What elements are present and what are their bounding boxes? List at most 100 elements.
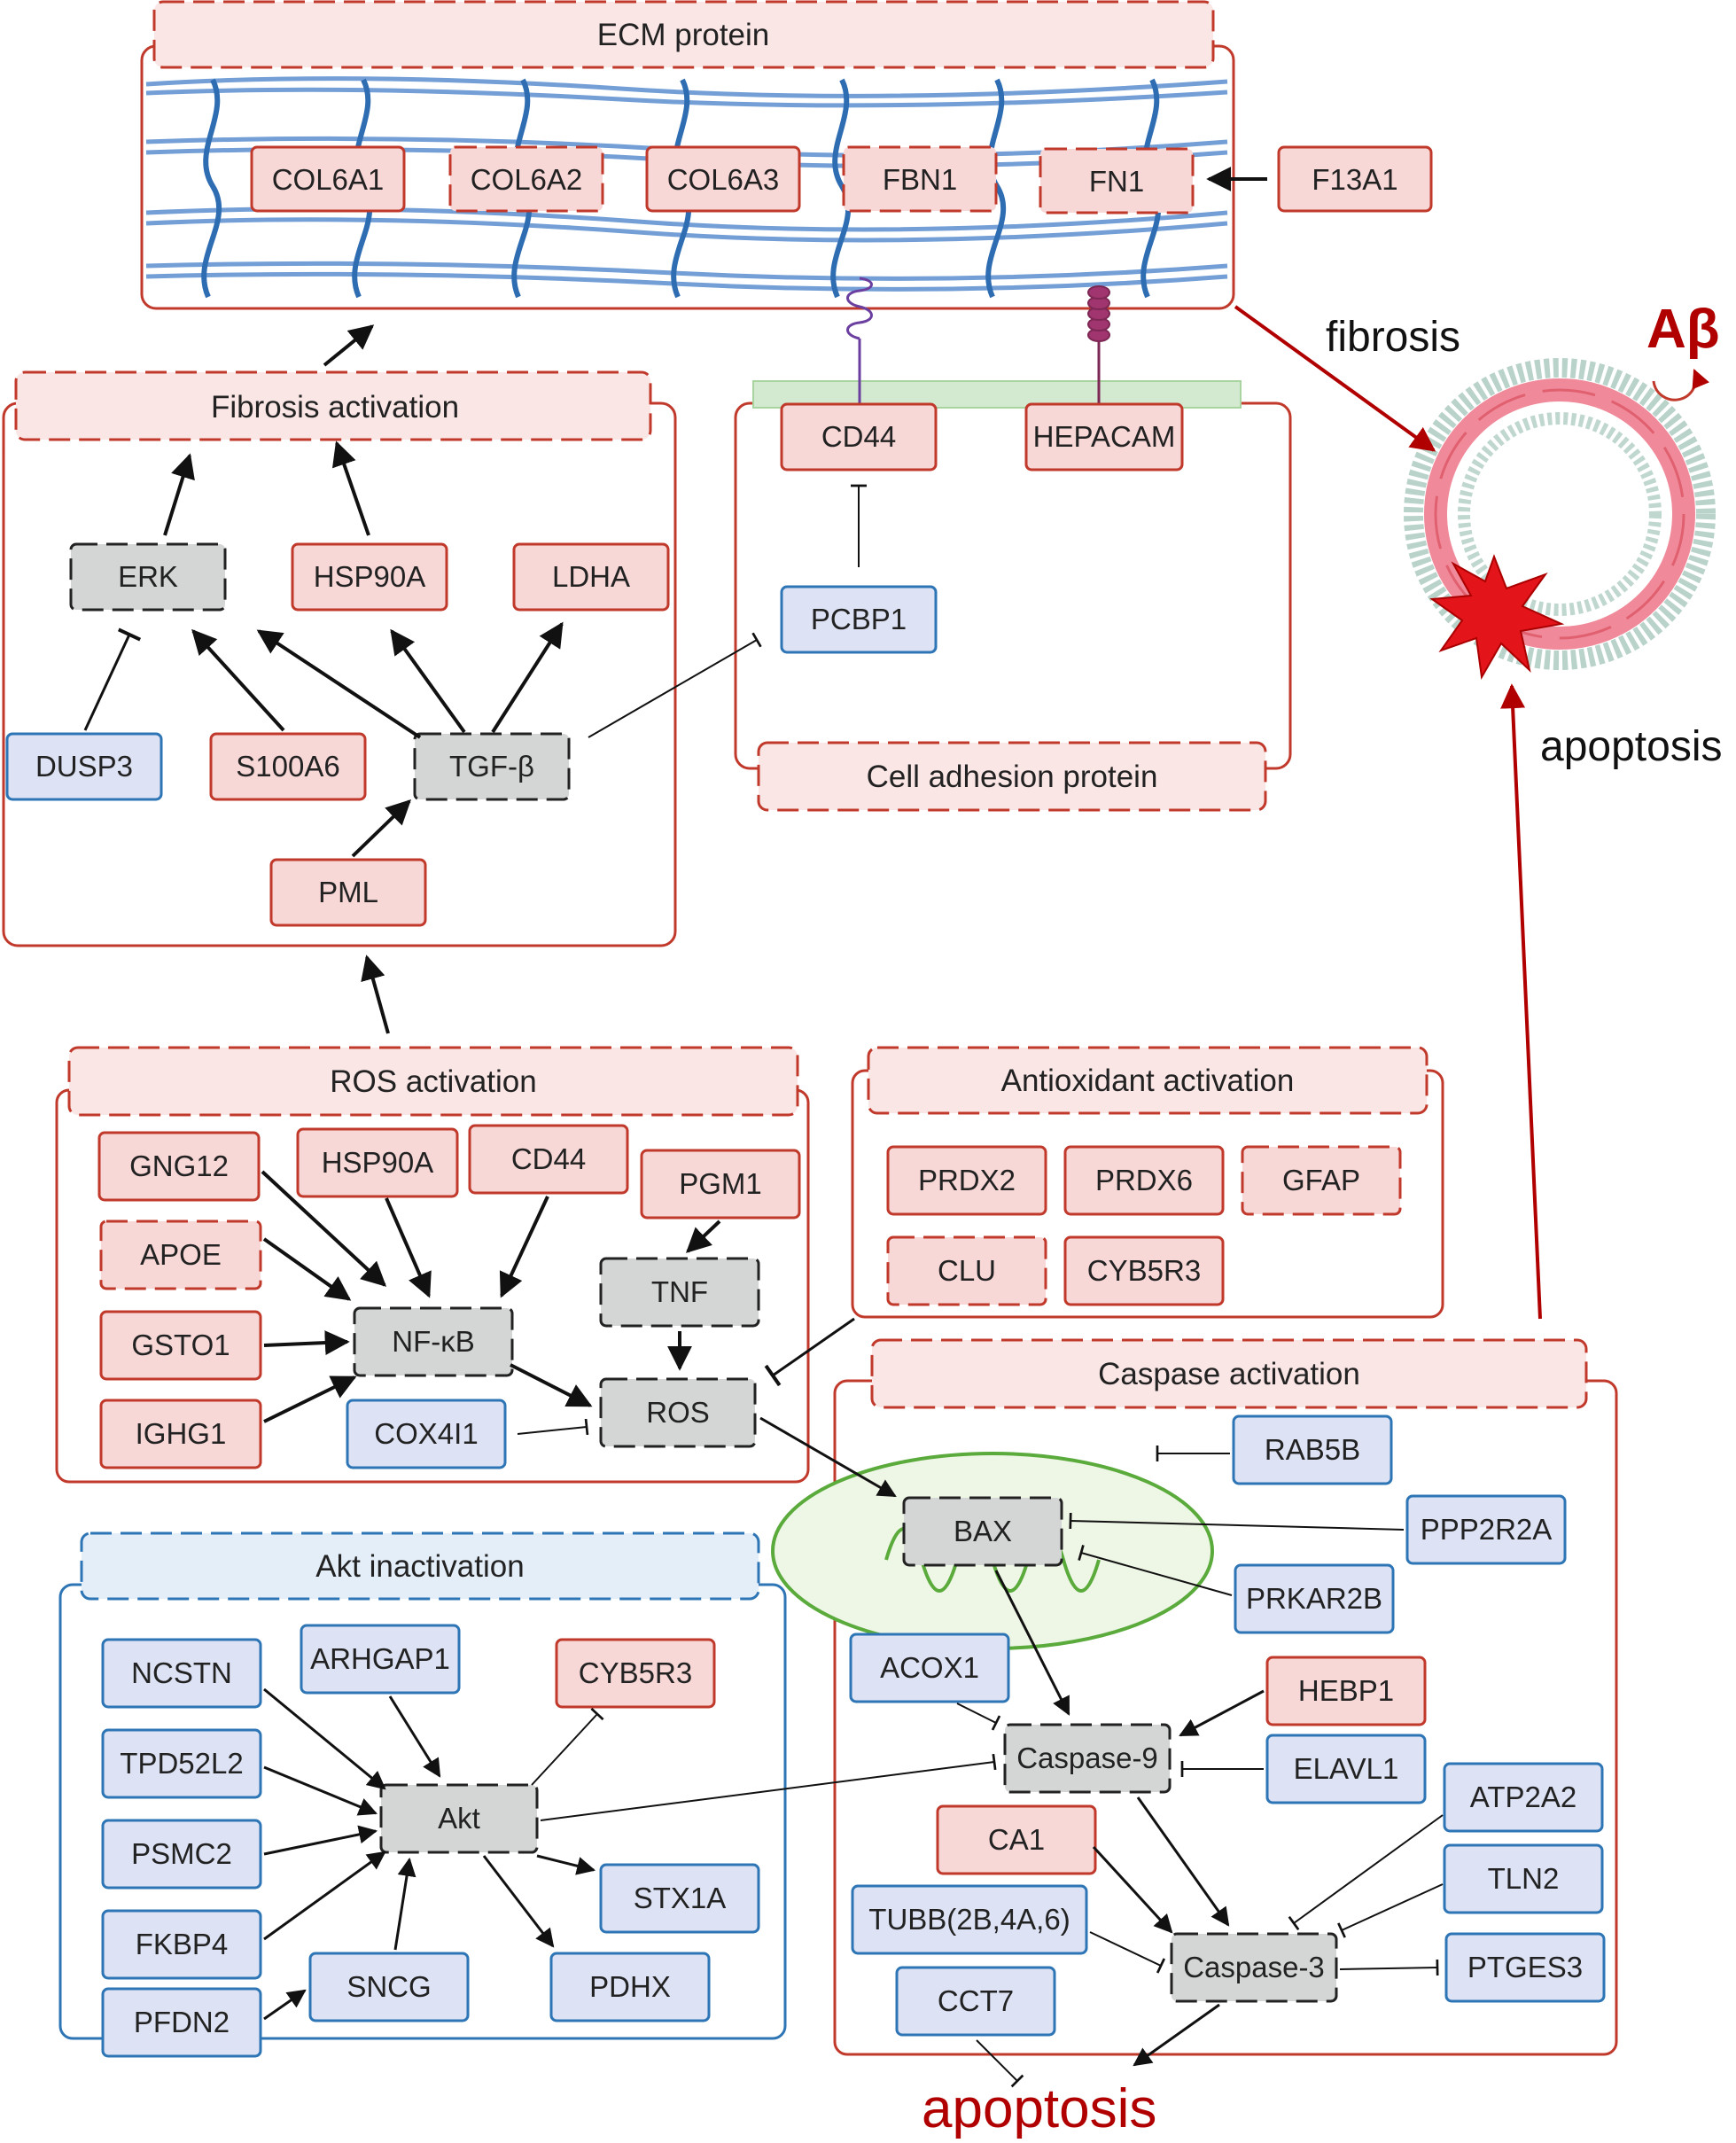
node-erk[interactable]: ERK [69,542,227,612]
node-pml-label: PML [318,876,378,908]
node-psmc2[interactable]: PSMC2 [101,1819,262,1890]
node-gfap[interactable]: GFAP [1241,1145,1402,1216]
node-nfkb[interactable]: NF-κB [353,1306,514,1377]
node-col6a1[interactable]: COL6A1 [250,145,406,213]
node-pdhx[interactable]: PDHX [549,1952,711,2022]
node-ldha-label: LDHA [552,560,630,593]
edge-caspase9-to-caspase3 [1136,1796,1230,1927]
edge-cd44-to-nfkb [499,1196,549,1298]
node-erk-label: ERK [118,560,178,593]
node-tgfb[interactable]: TGF-β [413,732,571,801]
node-ca1[interactable]: CA1 [936,1804,1097,1875]
edge-antioxidant-inhibits-ros [764,1317,855,1387]
caspase-header [870,1338,1588,1409]
node-col6a2[interactable]: COL6A2 [448,145,604,213]
node-akt[interactable]: Akt [379,1783,539,1854]
node-cyb5r3-antioxidant[interactable]: CYB5R3 [1063,1235,1225,1306]
node-gng12[interactable]: GNG12 [97,1131,261,1202]
node-cyb5r3-akt[interactable]: CYB5R3 [555,1638,716,1709]
node-tubb[interactable]: TUBB(2B,4A,6) [851,1884,1088,1955]
node-gsto1-label: GSTO1 [131,1329,230,1361]
node-ighg1[interactable]: IGHG1 [99,1399,262,1469]
node-hebp1-label: HEBP1 [1298,1674,1394,1707]
node-cd44-adhesion[interactable]: CD44 [780,402,938,471]
edge-fkbp4-to-akt [263,1851,386,1941]
hepacam-receptor-icon [1087,285,1110,404]
node-tln2[interactable]: TLN2 [1443,1843,1604,1914]
node-dusp3[interactable]: DUSP3 [5,732,163,801]
node-f13a1[interactable]: F13A1 [1277,145,1433,213]
edge-ca1-to-caspase3 [1092,1845,1173,1934]
node-prkar2b-label: PRKAR2B [1246,1582,1382,1615]
node-cct7[interactable]: CCT7 [895,1966,1056,2037]
node-prdx6-label: PRDX6 [1095,1164,1193,1196]
node-tpd52l2[interactable]: TPD52L2 [101,1728,262,1799]
node-ros-label: ROS [646,1396,710,1429]
node-fn1[interactable]: FN1 [1039,147,1195,214]
edge-tgfb-to-ldha [491,621,564,734]
node-caspase3[interactable]: Caspase-3 [1170,1932,1338,2003]
node-hsp90a-ros[interactable]: HSP90A [296,1127,459,1198]
node-pfdn2-label: PFDN2 [134,2006,230,2038]
node-ppp2r2a[interactable]: PPP2R2A [1405,1494,1567,1565]
node-tnf[interactable]: TNF [599,1257,760,1328]
node-s100a6[interactable]: S100A6 [209,732,367,801]
edge-psmc2-to-akt [263,1825,378,1856]
node-col6a3[interactable]: COL6A3 [645,145,801,213]
edge-arhgap1-to-akt [388,1695,441,1778]
node-col6a1-label: COL6A1 [272,163,385,196]
node-fkbp4[interactable]: FKBP4 [101,1909,262,1980]
node-sncg-label: SNCG [346,1970,431,2003]
node-cd44-adhesion-label: CD44 [821,420,896,453]
node-atp2a2[interactable]: ATP2A2 [1443,1762,1604,1833]
fibrosis-panel: Fibrosis activation ERK HSP90A LDHA DUSP… [2,370,677,947]
node-clu[interactable]: CLU [886,1235,1047,1306]
edge-pgm1-to-tnf [685,1220,721,1253]
node-stx1a[interactable]: STX1A [599,1863,760,1934]
edge-erk-to-fibrosis [163,453,195,536]
node-ptges3[interactable]: PTGES3 [1444,1932,1606,2003]
node-arhgap1[interactable]: ARHGAP1 [300,1624,461,1695]
node-hebp1[interactable]: HEBP1 [1265,1656,1427,1726]
node-hepacam[interactable]: HEPACAM [1024,402,1184,471]
node-tpd52l2-label: TPD52L2 [120,1747,243,1780]
node-fbn1[interactable]: FBN1 [842,145,998,213]
node-elavl1[interactable]: ELAVL1 [1265,1734,1427,1804]
node-ldha[interactable]: LDHA [512,542,670,612]
ros-panel: ROS activation GNG12 HSP90A CD44 PGM1 AP… [55,1046,810,1484]
node-pgm1[interactable]: PGM1 [640,1149,801,1220]
node-prdx6[interactable]: PRDX6 [1063,1145,1225,1216]
node-sncg[interactable]: SNCG [308,1952,470,2022]
node-s100a6-label: S100A6 [236,750,339,783]
node-caspase9[interactable]: Caspase-9 [1003,1723,1172,1794]
node-pfdn2[interactable]: PFDN2 [101,1987,262,2058]
adhesion-header [757,741,1267,812]
node-acox1[interactable]: ACOX1 [849,1633,1010,1703]
node-prdx2-label: PRDX2 [918,1164,1016,1196]
edge-caspase3-to-apoptosis [1133,2003,1220,2067]
antioxidant-header-label: Antioxidant activation [1001,1064,1295,1098]
node-gsto1[interactable]: GSTO1 [99,1310,262,1381]
node-rab5b[interactable]: RAB5B [1232,1414,1393,1485]
node-rab5b-label: RAB5B [1265,1433,1360,1466]
node-pcbp1[interactable]: PCBP1 [780,585,938,654]
node-tln2-label: TLN2 [1488,1862,1560,1895]
edge-acox1-inhibits-caspase9 [956,1703,1001,1731]
node-cd44-ros[interactable]: CD44 [468,1124,629,1195]
node-prkar2b[interactable]: PRKAR2B [1234,1563,1395,1634]
node-apoe[interactable]: APOE [99,1220,262,1290]
node-prdx2[interactable]: PRDX2 [886,1145,1047,1216]
node-f13a1-label: F13A1 [1312,163,1397,196]
node-acox1-label: ACOX1 [880,1651,979,1684]
node-bax[interactable]: BAX [902,1496,1063,1567]
node-hsp90a-fibrosis[interactable]: HSP90A [291,542,448,612]
damage-burst-icon [1429,554,1565,681]
edge-ncstn-to-akt [263,1687,386,1790]
node-ncstn[interactable]: NCSTN [101,1638,262,1709]
abeta-label: Aβ [1646,299,1720,360]
node-cox4i1[interactable]: COX4I1 [346,1399,507,1469]
node-pml[interactable]: PML [269,858,427,927]
node-ros[interactable]: ROS [599,1377,757,1448]
node-akt-label: Akt [438,1802,480,1835]
